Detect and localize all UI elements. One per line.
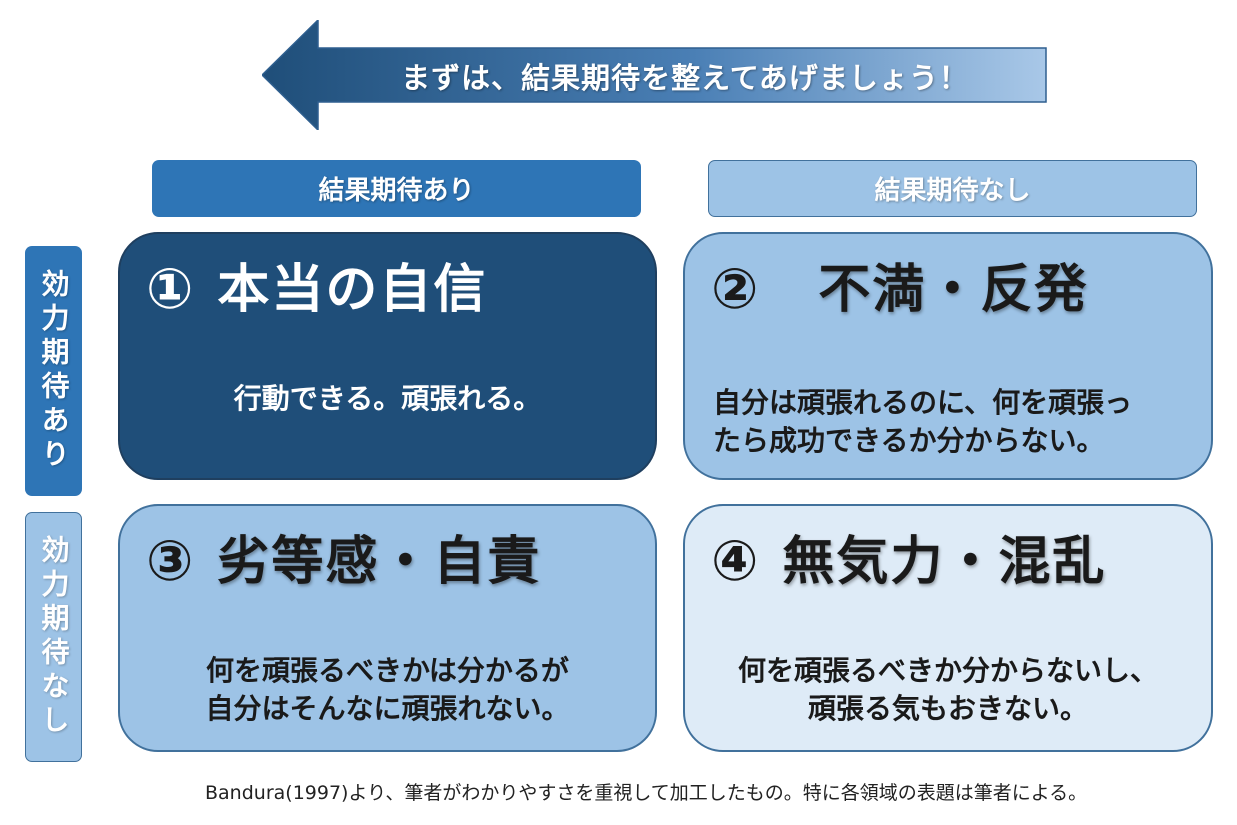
quadrant-title: 本当の自信 <box>217 260 488 320</box>
row-header-efficacy-expectancy-no: 効力期待なし <box>25 512 82 762</box>
quadrant-1-true-confidence: ① 本当の自信 行動できる。頑張れる。 <box>118 232 657 480</box>
description-line: 自分は頑張れるのに、何を頑張っ <box>713 386 1133 419</box>
quadrant-title: 不満・反発 <box>818 260 1089 320</box>
column-header-outcome-expectancy-yes: 結果期待あり <box>152 160 641 217</box>
description-line: 何を頑張るべきかは分かるが <box>206 654 569 687</box>
arrow-label: まずは、結果期待を整えてあげましょう！ <box>401 61 969 95</box>
arrow-shape <box>262 20 1047 130</box>
quadrant-number: ③ <box>146 529 194 594</box>
quadrant-number: ② <box>711 257 759 322</box>
quadrant-number: ④ <box>711 529 759 594</box>
column-header-outcome-expectancy-no: 結果期待なし <box>708 160 1197 217</box>
row-header-label: 効力期待あり <box>37 269 71 473</box>
quadrant-description: 何を頑張るべきかは分かるが 自分はそんなに頑張れない。 <box>130 652 645 728</box>
description-line: 何を頑張るべきか分からないし、 <box>737 654 1158 687</box>
source-footnote: Bandura(1997)より、筆者がわかりやすさを重視して加工したもの。特に各… <box>205 782 1088 804</box>
quadrant-3-inferiority: ③ 劣等感・自責 何を頑張るべきかは分かるが 自分はそんなに頑張れない。 <box>118 504 657 752</box>
quadrant-title: 劣等感・自責 <box>217 532 542 592</box>
description-line: 自分はそんなに頑張れない。 <box>205 691 570 725</box>
quadrant-number: ① <box>146 257 194 322</box>
description-line: 頑張る気もおきない。 <box>807 691 1088 725</box>
quadrant-4-apathy: ④ 無気力・混乱 何を頑張るべきか分からないし、 頑張る気もおきない。 <box>683 504 1213 752</box>
row-header-label: 効力期待なし <box>37 535 71 739</box>
description-line: たら成功できるか分からない。 <box>713 423 1105 457</box>
quadrant-description: 行動できる。頑張れる。 <box>130 380 645 418</box>
quadrant-2-dissatisfaction: ② 不満・反発 自分は頑張れるのに、何を頑張っ たら成功できるか分からない。 <box>683 232 1213 480</box>
description-line: 行動できる。頑張れる。 <box>233 382 542 415</box>
left-arrow-banner: まずは、結果期待を整えてあげましょう！ <box>262 20 1048 130</box>
quadrant-title: 無気力・混乱 <box>782 532 1107 592</box>
row-header-efficacy-expectancy-yes: 効力期待あり <box>25 246 82 496</box>
quadrant-description: 何を頑張るべきか分からないし、 頑張る気もおきない。 <box>695 652 1201 728</box>
quadrant-description: 自分は頑張れるのに、何を頑張っ たら成功できるか分からない。 <box>713 384 1201 460</box>
